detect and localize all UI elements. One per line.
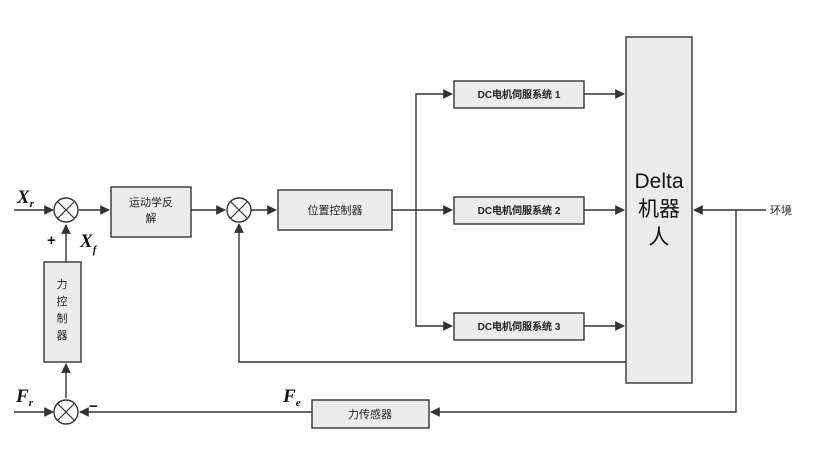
kinematics-block: 运动学反 解	[110, 186, 192, 238]
signal-wires	[14, 89, 766, 417]
wire-branch-to-servo1	[415, 89, 453, 210]
signal-fr-sub: r	[29, 397, 34, 409]
servo-block-1: DC电机伺服系统 1	[453, 80, 585, 109]
servo-block-2: DC电机伺服系统 2	[453, 196, 585, 225]
kinematics-label-line1: 运动学反	[129, 195, 173, 209]
plus-sign: +	[47, 232, 56, 249]
force-sensor-block: 力传感器	[311, 399, 430, 429]
delta-robot-block: Delta 机器 人	[625, 36, 693, 384]
robot-label-line2: 机器	[638, 198, 680, 221]
signal-xr-main: X	[16, 187, 31, 208]
servo-3-label: DC电机伺服系统 3	[478, 320, 561, 333]
servo-block-3: DC电机伺服系统 3	[453, 312, 585, 341]
signal-fe-main: F	[282, 386, 296, 407]
signal-xr: Xr	[16, 187, 35, 210]
wire-environment-to-force-sensor	[430, 210, 737, 417]
force-controller-char-2: 控	[57, 294, 68, 308]
signal-fr-main: F	[15, 386, 29, 407]
kinematics-label-line2: 解	[146, 211, 157, 225]
summing-junction-3	[53, 399, 79, 425]
force-controller-char-1: 力	[57, 278, 68, 291]
force-controller-char-4: 器	[57, 329, 68, 342]
signal-fe: Fe	[282, 386, 301, 409]
servo-1-label: DC电机伺服系统 1	[478, 88, 561, 101]
wire-position-feedback	[234, 223, 626, 363]
servo-2-label: DC电机伺服系统 2	[478, 204, 561, 217]
summing-junction-1	[53, 197, 79, 223]
summing-junction-2	[226, 197, 252, 223]
signal-fe-sub: e	[296, 397, 301, 409]
robot-label-line1: Delta	[634, 170, 683, 193]
robot-label-line3: 人	[649, 226, 670, 249]
environment-label: 环境	[770, 203, 792, 217]
minus-sign: −	[89, 398, 98, 415]
wire-branch-to-servo3	[415, 210, 453, 331]
position-controller-block: 位置控制器	[277, 189, 393, 231]
signal-xf-main: X	[79, 231, 94, 252]
signal-fr: Fr	[15, 386, 34, 409]
position-controller-label: 位置控制器	[308, 203, 363, 217]
force-controller-block: 力 控 制 器	[43, 261, 82, 363]
signal-xr-sub: r	[30, 198, 35, 210]
signal-xf: Xf	[79, 231, 98, 256]
signal-xf-sub: f	[93, 244, 98, 256]
force-sensor-label: 力传感器	[348, 408, 392, 421]
force-controller-char-3: 制	[57, 312, 68, 325]
